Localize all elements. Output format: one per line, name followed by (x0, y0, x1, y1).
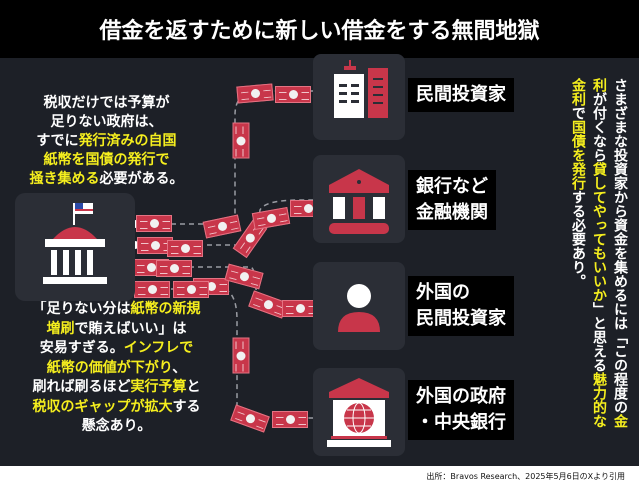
text-segment: 安易すぎる。 (39, 340, 124, 356)
banknote-icon (272, 411, 308, 428)
banknote-icon (137, 237, 173, 254)
banknote-icon (236, 83, 274, 104)
central-bank-globe-icon (327, 378, 391, 447)
highlighted-text: 紙幣の価値が下がり (46, 359, 173, 376)
banknote-icon (156, 260, 192, 277)
text-segment: 「足りない分は (32, 301, 131, 317)
text-segment: 」と思える (591, 302, 607, 372)
text-segment: 、 (172, 359, 187, 376)
highlighted-text: 増刷 (46, 320, 75, 337)
highlighted-text: 国債を発行 (570, 120, 586, 190)
text-segment: 必要がある。 (99, 171, 184, 187)
government-box (15, 193, 135, 301)
person-icon (338, 284, 380, 332)
attractive-interest-text: さまざまな投資家から資金を集めるには「この程度の金利が付くなら貸してやってもいい… (540, 78, 630, 438)
highlighted-text: 紙幣の新規 (130, 301, 201, 317)
banknote-icon (167, 240, 203, 257)
text-line: 紙幣の価値が下がり、 (4, 359, 229, 379)
text-segment: 足りない政府は、 (50, 114, 163, 130)
highlighted-text: 金利 (591, 78, 628, 428)
banknote-icon (232, 122, 250, 159)
text-segment: と (186, 379, 201, 395)
page-title: 借金を返すために新しい借金をする無間地獄 (0, 0, 639, 58)
govt-need-text: 税収だけでは予算が足りない政府は、すでに発行済みの自国紙幣を国債の発行で掻き集め… (4, 94, 209, 189)
text-segment: 懸念あり。 (81, 418, 152, 434)
text-line: 懸念あり。 (4, 417, 229, 437)
highlighted-text: 魅力的な金利 (570, 78, 607, 428)
banknote-icon (232, 337, 250, 374)
text-line: 刷れば刷るほど実行予算と (4, 378, 229, 398)
highlighted-text: 税収のギャップが拡大 (32, 398, 173, 415)
banknote-icon (136, 215, 172, 232)
lender-label-foreign-governments: 外国の政府 ・中央銀行 (408, 380, 514, 440)
money-printing-warning-text: 「足りない分は紙幣の新規増刷で賄えばいい」は安易すぎる。インフレで紙幣の価値が下… (4, 300, 229, 437)
text-segment: さまざまな投資家から資金を集めるには「この程度の (612, 78, 628, 414)
source-caption: 出所：Bravos Research、2025年5月6日のXより引用 (0, 466, 639, 484)
lender-label-financial-institutions: 銀行など 金融機関 (408, 170, 496, 230)
text-line: 紙幣を国債の発行で (4, 151, 209, 170)
lender-label-private-investors: 民間投資家 (408, 78, 514, 112)
highlighted-text: 紙幣を国債の発行で (43, 152, 170, 168)
text-line: 安易すぎる。インフレで (4, 339, 229, 359)
text-line: 掻き集める必要がある。 (4, 170, 209, 189)
highlighted-text: 発行済みの自国 (78, 133, 177, 149)
lender-label-foreign-investors: 外国の 民間投資家 (408, 276, 514, 336)
text-line: 「足りない分は紙幣の新規 (4, 300, 229, 320)
private-investor-box (313, 54, 405, 140)
text-segment: する (172, 398, 201, 415)
text-line: 税収のギャップが拡大する (4, 398, 229, 418)
text-segment: 刷れば刷るほど (32, 379, 131, 395)
foreign-investor-box (313, 262, 405, 350)
foreign-government-box (313, 368, 405, 456)
text-segment: する必要あり。 (570, 190, 586, 288)
text-line: すでに発行済みの自国 (4, 132, 209, 151)
banknote-icon (275, 86, 311, 103)
text-segment: が付くなら (591, 92, 607, 162)
bank-box (313, 155, 405, 243)
bank-icon (329, 169, 389, 234)
text-line: 足りない政府は、 (4, 113, 209, 132)
banknote-icon (173, 281, 209, 298)
text-segment: 税収だけでは予算が (43, 95, 170, 111)
banknote-icon (134, 281, 170, 298)
office-building-icon (334, 60, 388, 118)
highlighted-text: インフレで (123, 340, 194, 356)
text-line: 税収だけでは予算が (4, 94, 209, 113)
highlighted-text: 掻き集める (29, 171, 100, 187)
government-building-icon (43, 203, 107, 284)
highlighted-text: 貸してやってもいいか (591, 162, 607, 302)
highlighted-text: 実行予算 (130, 379, 187, 395)
text-segment: すでに (36, 133, 79, 149)
text-segment: で賄えばいい」は (74, 320, 187, 337)
text-segment: で (570, 106, 586, 120)
text-line: 増刷で賄えばいい」は (4, 320, 229, 340)
